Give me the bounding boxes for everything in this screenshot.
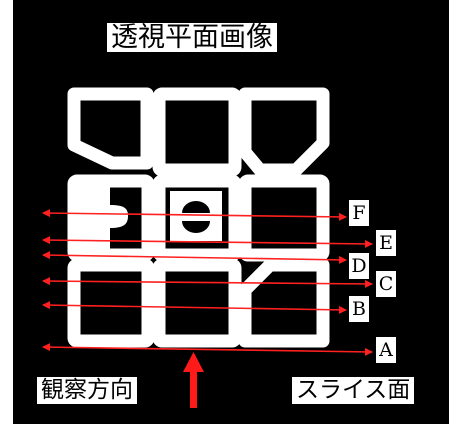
cell-top-left [67,87,154,170]
mid-left-blob [74,181,128,255]
slice-label-F: F [349,200,369,226]
cell-bot-mid [152,258,242,348]
cell-top-mid [152,87,242,177]
caption-view-direction: 観察方向 [37,377,137,404]
slice-label-B: B [349,296,369,322]
slice-line-C [42,277,373,288]
slice-label-C: C [376,271,396,297]
slice-label-A: A [376,337,396,363]
slice-label-E: E [376,230,396,256]
slice-label-D: D [349,253,369,279]
slice-line-D [42,251,347,264]
caption-slice-plane: スライス面 [292,377,415,404]
cell-top-right [238,87,330,177]
slice-line-F [42,209,347,221]
page-title: 透視平面画像 [107,23,277,52]
slice-line-E [42,236,373,248]
cell-bot-left [67,258,155,348]
cell-bot-right [238,258,330,348]
slice-line-A [42,343,373,356]
view-direction-arrow [183,352,204,408]
slice-line-B [42,301,347,314]
